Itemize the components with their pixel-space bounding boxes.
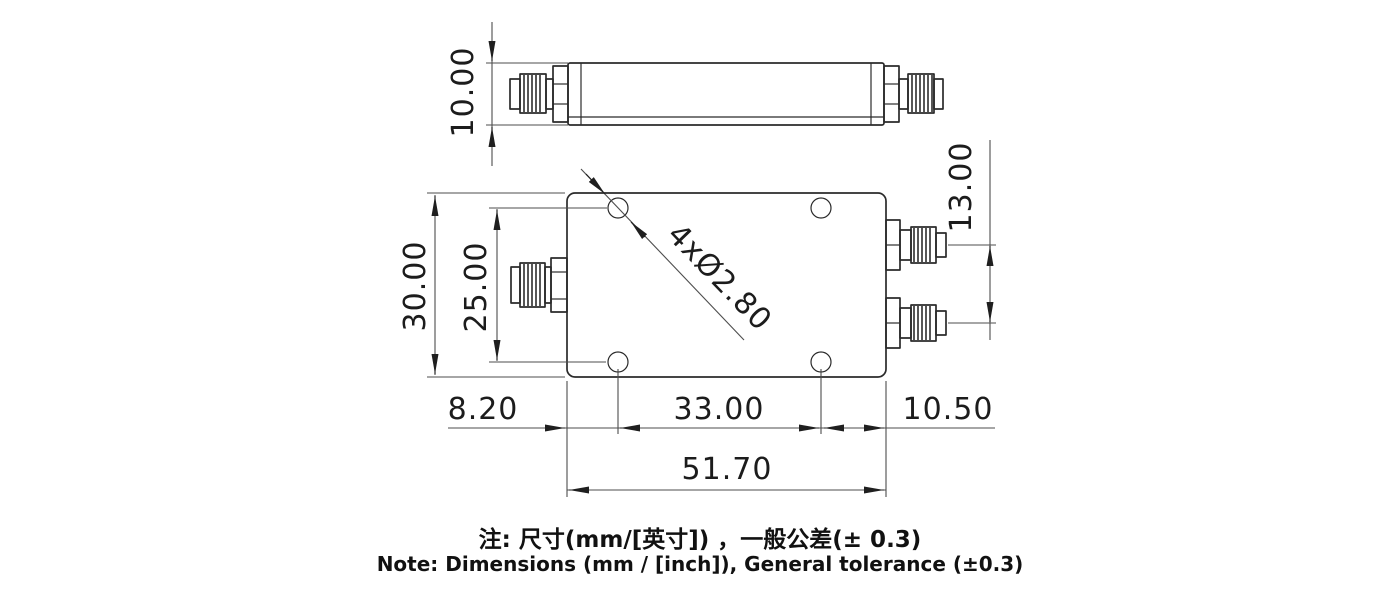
hole-leader-lines bbox=[580, 168, 745, 341]
dim-label-port-spacing: 13.00 bbox=[944, 141, 979, 233]
side-view-body bbox=[567, 62, 885, 126]
dim-bottom-chain-lines bbox=[448, 369, 995, 497]
dim-label-side-height: 10.00 bbox=[446, 46, 481, 138]
plan-view-output-connector-top-icon bbox=[885, 219, 947, 271]
side-view bbox=[486, 22, 944, 166]
dim-10-lines bbox=[486, 22, 568, 166]
note-english: Note: Dimensions (mm / [inch]), General … bbox=[376, 552, 1024, 576]
side-view-left-connector-icon bbox=[509, 65, 569, 123]
dim-label-body-width: 30.00 bbox=[398, 240, 433, 332]
dim-label-hole-spacing-v: 25.00 bbox=[459, 241, 494, 333]
dim-25-lines bbox=[489, 207, 607, 363]
dim-label-edge-to-hole: 8.20 bbox=[447, 392, 519, 427]
dim-30-lines bbox=[427, 192, 565, 378]
plan-view-input-connector-icon bbox=[510, 257, 568, 313]
plan-view-output-connector-bottom-icon bbox=[885, 297, 947, 349]
dim-13-lines bbox=[948, 140, 996, 340]
side-view-right-connector-icon bbox=[883, 65, 944, 123]
plan-view bbox=[427, 140, 996, 497]
dim-label-hole-spacing-h: 33.00 bbox=[673, 392, 765, 427]
note-chinese: 注: 尺寸(mm/[英寸]) ，一般公差(± 0.3) bbox=[478, 527, 922, 553]
dim-label-right-offset: 10.50 bbox=[902, 392, 994, 427]
dim-label-body-length: 51.70 bbox=[681, 452, 773, 487]
